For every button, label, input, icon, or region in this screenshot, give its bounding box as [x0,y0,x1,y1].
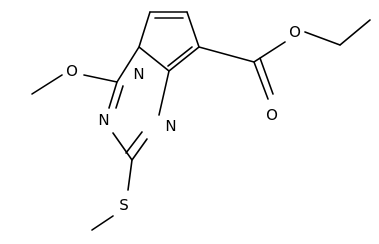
bond-c2-n1-inner [125,131,143,154]
atom-label-methoxy-oxygen: O [66,62,78,80]
bond-s-ch3 [91,215,114,231]
bond-o-ch3-methoxy [31,74,63,95]
atom-label-ester-ether-oxygen: O [289,23,301,41]
bond-n4-c4 [116,46,140,83]
atom-label-ester-carbonyl-oxygen: O [266,106,278,124]
atom-label-thioether-sulfur: S [119,196,129,214]
atom-label-triazine-n3: N [98,111,109,129]
bond-c6-c7 [186,11,200,48]
bond-ccarbonyl-oester [253,41,286,63]
bond-c2-n1 [131,138,148,161]
bond-oester-ch2 [304,31,341,46]
atom-label-triazine-n1: N [165,117,176,135]
bond-c7-c8a [168,46,200,72]
bond-layer [31,11,371,231]
bond-c8a-n4 [138,46,170,72]
bond-n3-c2 [112,132,133,161]
bond-c4-n3 [108,81,118,109]
atom-label-layer: N N N O O O S [66,23,301,214]
bond-n4-c5 [138,11,151,48]
bond-n1-c8a [158,70,170,116]
bond-c7-c8a-inner [167,46,193,67]
bond-ccarbonyl-ocarbonyl-inner [259,57,274,95]
atom-label-ring-nitrogen: N [133,65,144,83]
bond-ccarbonyl-ocarbonyl [253,61,269,100]
bond-ch2-ch3 [339,19,371,46]
bond-c2-s [127,159,133,191]
bond-c4-n3-inner [115,85,124,109]
bond-c4-o-methoxy [83,74,118,83]
bond-c8-ccarbonyl [198,46,255,63]
